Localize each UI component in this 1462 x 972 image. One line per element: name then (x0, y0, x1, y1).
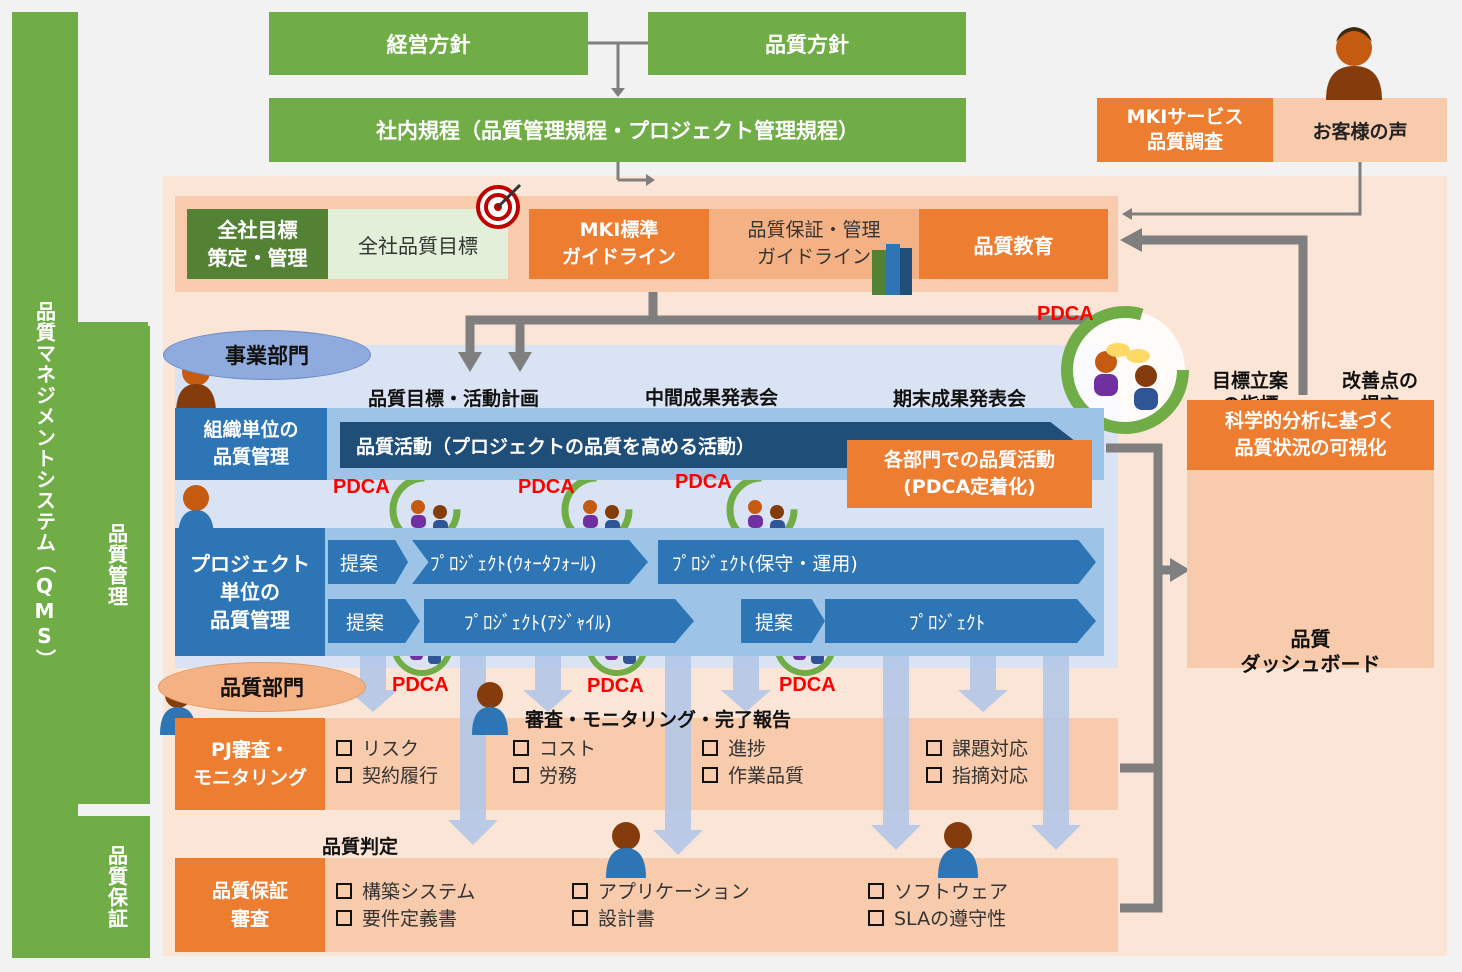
business-dept-badge: 事業部門 (163, 330, 371, 380)
checkbox-icon (702, 740, 718, 756)
pdca-label: PDCA (1037, 303, 1094, 325)
check-item: 契約履行 (336, 763, 438, 790)
checkbox-icon (572, 910, 588, 926)
pdca-cycle-icon (1061, 306, 1189, 434)
internal-rules-box: 社内規程（品質管理規程・プロジェクト管理規程） (269, 98, 966, 162)
checkbox-icon (868, 883, 884, 899)
mki-standard-box: MKI標準 ガイドライン (529, 209, 709, 279)
check-item: 課題対応 (926, 736, 1028, 763)
arrow-head (458, 352, 482, 372)
arrow-head (1120, 228, 1142, 252)
check-item: 要件定義書 (336, 906, 475, 933)
project-row2-proposal-2: 提案 (741, 599, 825, 643)
checkbox-icon (336, 767, 352, 783)
judgement-title: 品質判定 (322, 836, 399, 858)
checkbox-icon (868, 910, 884, 926)
dashboard-label: 品質 ダッシュボード (1240, 627, 1381, 676)
project-row2-proposal: 提案 (328, 599, 420, 643)
checkbox-icon (336, 910, 352, 926)
review-col-1: リスク 契約履行 (336, 736, 438, 790)
pdca-label: PDCA (333, 476, 390, 498)
qa-review-box: 品質保証 審査 (175, 858, 325, 952)
arrow-head (1170, 558, 1190, 582)
project-unit-box: プロジェクト 単位の 品質管理 (175, 528, 325, 656)
checkbox-icon (926, 740, 942, 756)
check-item: ソフトウェア (868, 879, 1008, 906)
label-gap-2 (78, 804, 148, 816)
company-goal-mgmt-box: 全社目標 策定・管理 (187, 209, 328, 279)
review-panel (175, 718, 1118, 810)
mki-survey-box: MKIサービス 品質調査 (1097, 98, 1273, 162)
check-item: リスク (336, 736, 438, 763)
customer-connector (1128, 162, 1362, 216)
arrow-head (646, 174, 655, 186)
checkbox-icon (926, 767, 942, 783)
check-item: 構築システム (336, 879, 475, 906)
project-row1-waterfall: ﾌﾟﾛｼﾞｪｸﾄ(ｳｫｰﾀﾌｫｰﾙ) (412, 540, 648, 584)
pj-review-box: PJ審査・ モニタリング (175, 718, 325, 810)
pdca-label: PDCA (518, 476, 575, 498)
judgement-col-1: 構築システム 要件定義書 (336, 879, 475, 933)
check-item: コスト (513, 736, 596, 763)
check-item: 作業品質 (702, 763, 804, 790)
judgement-col-2: アプリケーション 設計書 (572, 879, 750, 933)
review-col-3: 進捗 作業品質 (702, 736, 804, 790)
dept-activity-box: 各部門での品質活動 (PDCA定着化) (847, 440, 1092, 508)
judgement-col-3: ソフトウェア SLAの遵守性 (868, 879, 1008, 933)
timeline-plan: 品質目標・活動計画 (368, 388, 540, 410)
binder-icon (872, 244, 912, 295)
checkbox-icon (336, 883, 352, 899)
pdca-label: PDCA (779, 674, 836, 696)
check-item: アプリケーション (572, 879, 750, 906)
project-row2-project: ﾌﾟﾛｼﾞｪｸﾄ (825, 599, 1096, 643)
project-row1-maintenance: ﾌﾟﾛｼﾞｪｸﾄ(保守・運用) (658, 540, 1096, 584)
arrow-head (508, 352, 532, 372)
person-icon (938, 822, 978, 878)
person-icon (472, 682, 508, 735)
quality-assurance-label: 品質保証 (84, 816, 150, 958)
checkbox-icon (336, 740, 352, 756)
review-col-4: 課題対応 指摘対応 (926, 736, 1028, 790)
check-item: 進捗 (702, 736, 804, 763)
target-icon (476, 183, 522, 229)
person-icon (606, 822, 646, 878)
feedback-loop (465, 235, 1308, 913)
arrow-head (611, 88, 625, 97)
quality-education-box: 品質教育 (919, 209, 1108, 279)
management-policy-box: 経営方針 (269, 12, 588, 75)
pdca-label: PDCA (392, 674, 449, 696)
check-item: 指摘対応 (926, 763, 1028, 790)
label-gap (78, 12, 148, 322)
pdca-label: PDCA (587, 675, 644, 697)
company-quality-goal-box: 全社品質目標 (328, 209, 508, 279)
project-row1-proposal: 提案 (328, 540, 408, 584)
qms-label: 品質マネジメントシステム（QMS） (32, 300, 57, 670)
review-col-2: コスト 労務 (513, 736, 596, 790)
timeline-final: 期末成果発表会 (893, 388, 1027, 410)
org-unit-box: 組織単位の 品質管理 (175, 408, 327, 480)
check-item: SLAの遵守性 (868, 906, 1008, 933)
check-item: 設計書 (572, 906, 750, 933)
person-icon (1326, 27, 1382, 100)
arrow-head (1122, 208, 1132, 220)
checkbox-icon (513, 740, 529, 756)
project-row2-agile: ﾌﾟﾛｼﾞｪｸﾄ(ｱｼﾞｬｲﾙ) (424, 599, 694, 643)
top-connectors (588, 41, 648, 182)
quality-policy-box: 品質方針 (648, 12, 966, 75)
check-item: 労務 (513, 763, 596, 790)
checkbox-icon (513, 767, 529, 783)
quality-dept-badge: 品質部門 (158, 662, 366, 712)
visualization-box: 科学的分析に基づく 品質状況の可視化 (1187, 400, 1434, 470)
timeline-interim: 中間成果発表会 (645, 387, 779, 409)
checkbox-icon (702, 767, 718, 783)
review-title: 審査・モニタリング・完了報告 (525, 709, 792, 731)
customer-voice-box: お客様の声 (1273, 98, 1447, 162)
quality-mgmt-label: 品質管理 (84, 326, 150, 804)
pdca-label: PDCA (675, 471, 732, 493)
checkbox-icon (572, 883, 588, 899)
